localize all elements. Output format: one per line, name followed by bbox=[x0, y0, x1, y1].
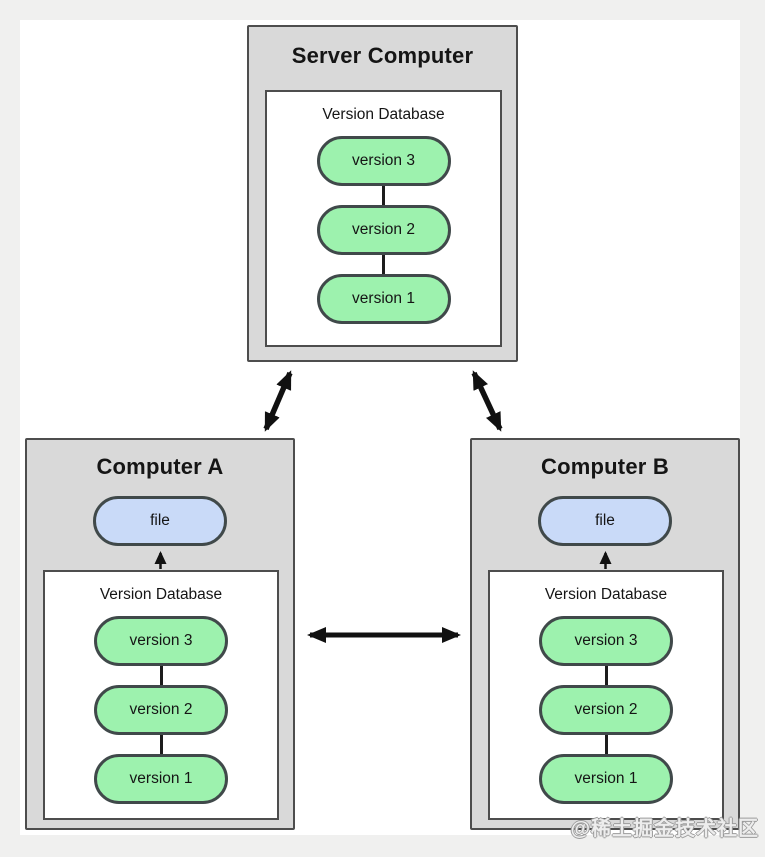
computer-b-box: Computer B file Version Database version… bbox=[470, 438, 740, 830]
server-connector-2-1 bbox=[382, 255, 385, 274]
computer-b-file-node: file bbox=[538, 496, 672, 546]
computer-b-connector-3-2 bbox=[604, 666, 608, 685]
server-version-database-box: Version Database version 3 version 2 ver… bbox=[265, 90, 502, 347]
computer-a-connector-3-2 bbox=[159, 666, 163, 685]
computer-a-file-node: file bbox=[93, 496, 227, 546]
server-connector-3-2 bbox=[382, 186, 385, 205]
computer-a-title: Computer A bbox=[96, 454, 224, 479]
server-version-database-label: Version Database bbox=[322, 106, 445, 123]
computer-b-version-database-box: Version Database version 3 version 2 ver… bbox=[488, 570, 724, 820]
server-version-2-node: version 2 bbox=[316, 205, 451, 255]
computer-a-version-1-node: version 1 bbox=[94, 754, 228, 804]
computer-b-version-database-label: Version Database bbox=[544, 586, 668, 603]
computer-a-version-2-node: version 2 bbox=[94, 685, 228, 735]
computer-b-title: Computer B bbox=[541, 454, 669, 479]
computer-a-version-3-node: version 3 bbox=[94, 616, 228, 666]
server-computer-box: Server Computer Version Database version… bbox=[247, 25, 518, 362]
computer-b-version-1-node: version 1 bbox=[539, 754, 673, 804]
computer-b-connector-2-1 bbox=[604, 735, 608, 754]
computer-a-version-database-label: Version Database bbox=[99, 586, 223, 603]
computer-b-version-2-node: version 2 bbox=[539, 685, 673, 735]
server-version-3-node: version 3 bbox=[316, 136, 451, 186]
computer-b-version-3-node: version 3 bbox=[539, 616, 673, 666]
watermark: @稀土掘金技术社区 bbox=[570, 818, 759, 840]
server-computer-title: Server Computer bbox=[291, 43, 474, 68]
computer-a-box: Computer A file Version Database version… bbox=[25, 438, 295, 830]
computer-a-version-database-box: Version Database version 3 version 2 ver… bbox=[43, 570, 279, 820]
computer-a-connector-2-1 bbox=[159, 735, 163, 754]
server-version-1-node: version 1 bbox=[316, 274, 451, 324]
